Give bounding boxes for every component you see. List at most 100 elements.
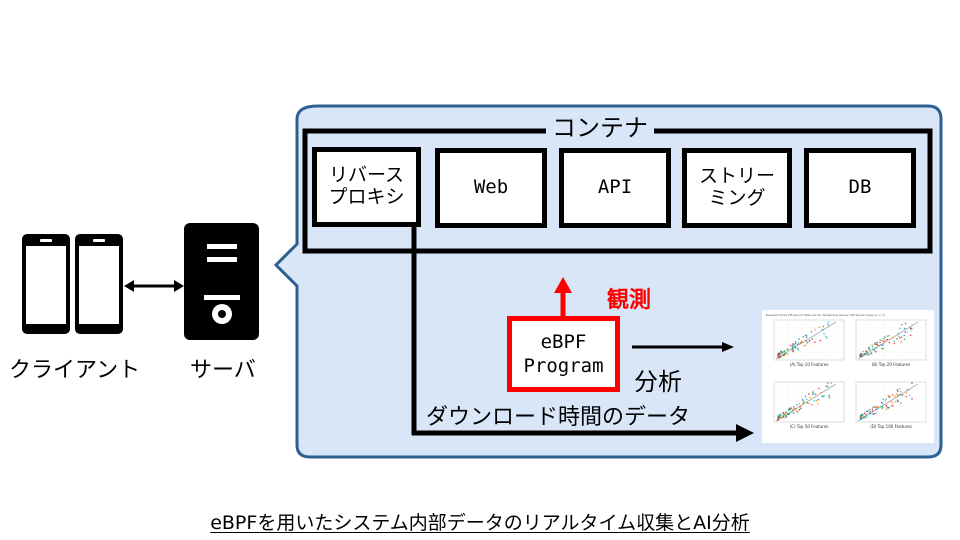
scatter-grid: Reverse Proxy DB Server Web Server Strea… xyxy=(766,313,927,429)
scatter-point xyxy=(790,407,793,409)
scatter-point xyxy=(780,350,782,353)
scatter-point xyxy=(782,414,784,417)
scatter-point xyxy=(809,396,812,399)
scatter-point xyxy=(821,395,823,398)
scatter-point xyxy=(880,405,882,408)
container-label: プロキシ xyxy=(328,186,405,208)
scatter-point xyxy=(869,410,872,413)
scatter-point xyxy=(899,388,901,390)
scatter-point xyxy=(890,405,893,407)
scatter-point xyxy=(794,347,797,349)
scatter-point xyxy=(828,394,830,397)
container-db[interactable]: DB xyxy=(804,148,916,228)
scatter-point xyxy=(783,354,786,357)
scatter-point xyxy=(805,339,807,342)
scatter-point xyxy=(900,336,903,338)
scatter-point xyxy=(896,337,898,340)
scatter-point xyxy=(911,382,913,384)
ideal-line xyxy=(857,321,919,360)
scatter-point xyxy=(877,406,880,408)
scatter-point xyxy=(876,344,878,346)
scatter-point xyxy=(788,413,791,415)
scatter-point xyxy=(890,400,892,403)
scatter-point xyxy=(827,323,829,326)
scatter-point xyxy=(778,352,780,354)
container-api[interactable]: API xyxy=(559,148,671,228)
scatter-point xyxy=(806,402,809,404)
container-web[interactable]: Web xyxy=(435,148,547,228)
scatter-point xyxy=(792,344,794,347)
scatter-point xyxy=(812,391,814,393)
scatter-point xyxy=(882,344,884,346)
container-label: リバース xyxy=(328,164,405,187)
scatter-point xyxy=(903,338,906,341)
scatter-point xyxy=(898,393,901,396)
scatter-point xyxy=(806,342,809,344)
container-label: API xyxy=(597,176,633,199)
scatter-point xyxy=(900,340,902,343)
scatter-point xyxy=(784,413,786,415)
scatter-point xyxy=(886,335,889,337)
scatter-point xyxy=(897,390,899,392)
scatter-point xyxy=(867,354,869,356)
scatter-point xyxy=(886,406,889,409)
scatter-point xyxy=(787,409,790,411)
scatter-point xyxy=(791,409,794,412)
scatter-point xyxy=(862,416,865,419)
scatter-point xyxy=(900,391,902,393)
scatter-point xyxy=(892,405,894,407)
scatter-point xyxy=(903,334,905,337)
scatter-point xyxy=(900,323,903,326)
scatter-point xyxy=(859,418,861,421)
scatter-point xyxy=(805,398,808,401)
scatter-point xyxy=(874,406,876,408)
scatter-point xyxy=(870,352,873,354)
scatter-point xyxy=(814,341,816,343)
scatter-point xyxy=(871,408,874,410)
container-streaming[interactable]: ストリーミング xyxy=(682,148,792,228)
scatter-point xyxy=(895,393,898,395)
container-reverse-proxy[interactable]: リバースプロキシ xyxy=(312,147,421,227)
scatter-point xyxy=(808,339,811,342)
scatter-point xyxy=(805,344,807,347)
scatter-point xyxy=(777,355,779,358)
scatter-point xyxy=(800,342,802,344)
scatter-point xyxy=(873,348,875,351)
scatter-point xyxy=(788,408,791,410)
scatter-point xyxy=(861,353,863,355)
scatter-point xyxy=(795,409,797,412)
figure-caption: eBPFを用いたシステム内部データのリアルタイム収集とAI分析 xyxy=(0,508,960,535)
scatter-point xyxy=(808,393,810,395)
scatter-point xyxy=(803,401,805,403)
scatter-point xyxy=(865,413,867,416)
scatter-point xyxy=(794,342,797,345)
scatter-point xyxy=(828,396,831,399)
scatter-point xyxy=(811,403,813,406)
scatter-point xyxy=(875,406,877,408)
scatter-point xyxy=(891,402,894,404)
panel-caption: (D) Top 100 Features xyxy=(870,424,912,429)
scatter-point xyxy=(906,388,909,391)
scatter-point xyxy=(864,417,866,419)
ebpf-program-box[interactable]: eBPF Program xyxy=(507,316,620,392)
scatter-point xyxy=(777,418,780,420)
scatter-point xyxy=(868,346,870,349)
scatter-point xyxy=(787,413,789,415)
scatter-point xyxy=(868,412,870,414)
scatter-point xyxy=(874,347,877,349)
scatter-point xyxy=(871,344,873,347)
scatter-point xyxy=(777,414,779,417)
scatter-point xyxy=(825,335,827,338)
scatter-point xyxy=(868,408,871,411)
scatter-point xyxy=(826,385,829,388)
scatter-point xyxy=(796,404,798,406)
scatter-point xyxy=(881,402,884,405)
scatter-point xyxy=(822,325,825,328)
scatter-point xyxy=(818,326,820,328)
scatter-point xyxy=(814,328,816,331)
scatter-point xyxy=(910,327,913,330)
observe-label: 観測 xyxy=(607,288,652,313)
scatter-point xyxy=(821,329,824,331)
scatter-point xyxy=(792,412,795,414)
download-data-arrow xyxy=(411,227,754,442)
